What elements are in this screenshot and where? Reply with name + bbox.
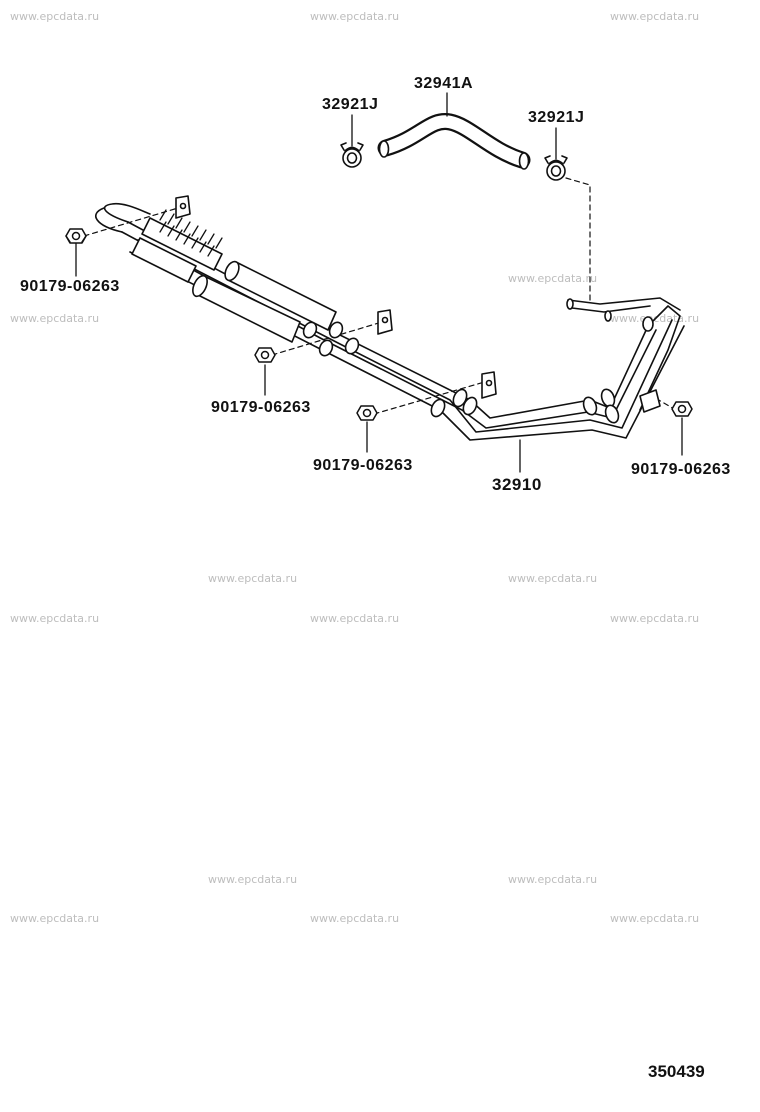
watermark: www.epcdata.ru (208, 572, 298, 585)
nut-2[interactable] (254, 347, 276, 363)
watermark: www.epcdata.ru (208, 873, 298, 886)
leader-lines (75, 92, 683, 473)
dashed-guides (83, 177, 677, 415)
label-nut-1: 90179-06263 (20, 278, 120, 295)
oil-cooler-tube-assembly[interactable] (95, 195, 685, 441)
label-clamp-right: 32921J (528, 109, 585, 126)
hose-clamp-left[interactable] (340, 142, 364, 168)
watermark: www.epcdata.ru (610, 912, 700, 925)
label-hose-32941a: 32941A (414, 75, 474, 92)
watermark: www.epcdata.ru (508, 272, 598, 285)
hose-part[interactable] (377, 113, 531, 170)
watermark: www.epcdata.ru (10, 10, 100, 23)
nut-1[interactable] (65, 228, 87, 244)
watermark: www.epcdata.ru (508, 873, 598, 886)
label-cooler-tube: 32910 (492, 475, 542, 494)
hose-clamp-right[interactable] (544, 155, 568, 181)
label-nut-4: 90179-06263 (631, 461, 731, 478)
label-clamp-left: 32921J (322, 96, 379, 113)
label-nut-2: 90179-06263 (211, 399, 311, 416)
watermark: www.epcdata.ru (310, 10, 400, 23)
illustration-number: 350439 (648, 1062, 705, 1081)
nut-3[interactable] (356, 405, 378, 421)
nut-4[interactable] (671, 401, 693, 417)
watermark: www.epcdata.ru (610, 10, 700, 23)
watermark: www.epcdata.ru (10, 612, 100, 625)
watermark: www.epcdata.ru (610, 612, 700, 625)
watermark: www.epcdata.ru (10, 912, 100, 925)
watermark: www.epcdata.ru (310, 612, 400, 625)
watermark: www.epcdata.ru (10, 312, 100, 325)
watermark: www.epcdata.ru (310, 912, 400, 925)
watermark: www.epcdata.ru (508, 572, 598, 585)
label-nut-3: 90179-06263 (313, 457, 413, 474)
